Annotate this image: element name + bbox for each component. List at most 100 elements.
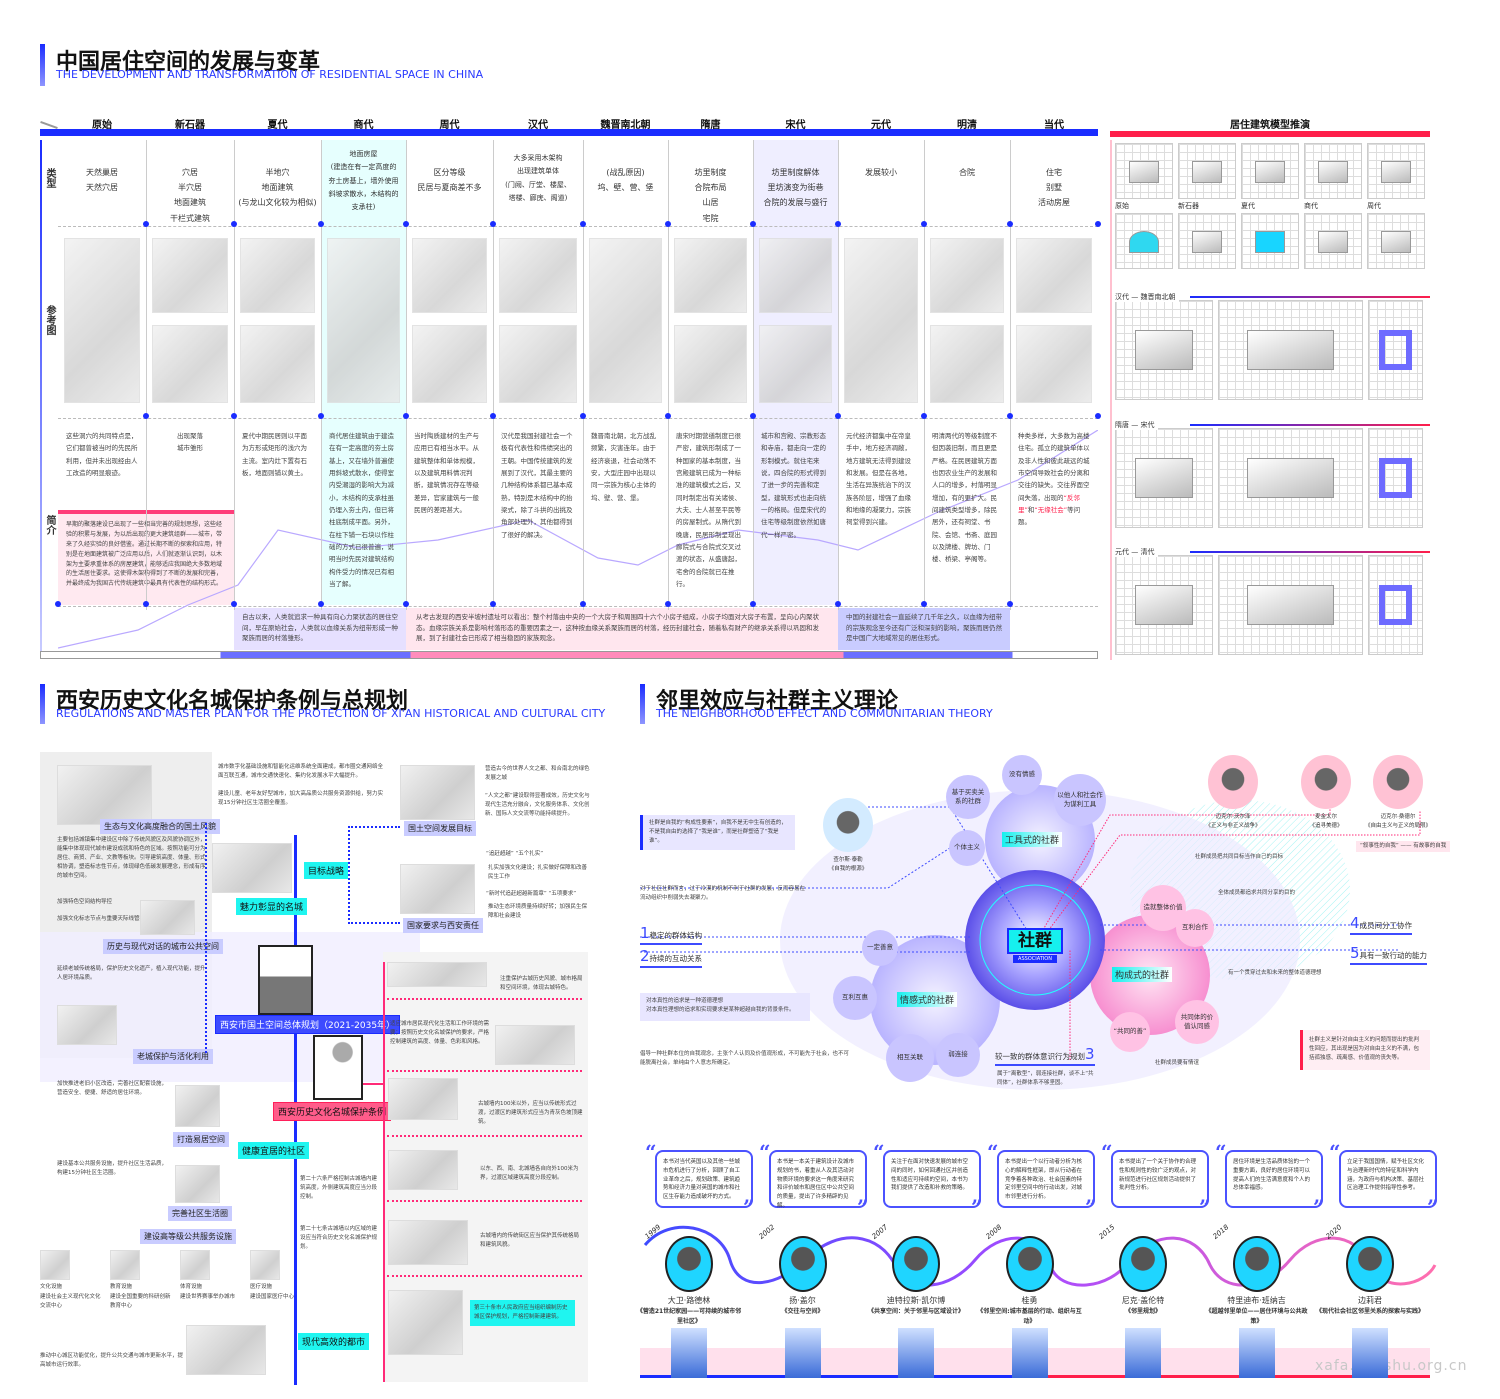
attribute-bubble: 造就整体价值 <box>1140 885 1186 931</box>
section-title: 邻里效应与社群主义理论 <box>656 689 899 714</box>
facility-name: 体育设施 <box>180 1284 203 1290</box>
feature-number: 3 <box>1085 1045 1095 1063</box>
facility-desc: 建设全国重要的科研创新教育中心 <box>110 1294 171 1310</box>
city-crowd-image <box>212 843 292 893</box>
column-divider <box>668 140 669 610</box>
watermark: xafa.meishu.org.cn <box>1315 1358 1468 1374</box>
reference-sketch-image <box>1016 238 1092 313</box>
attribute-bubble: “共同的善” <box>1110 1012 1150 1052</box>
model-label: 新石器 <box>1178 202 1199 210</box>
type-cell: 穴居 半穴居 地面建筑 干栏式建筑 <box>170 168 210 223</box>
reference-sketch-image <box>152 325 228 403</box>
type-cell: 合院 <box>959 168 975 177</box>
intro-fragment: 种类多样，大多数为高楼住宅。孤立的建筑单体以及非人性和彼此疏远的城市空间导致社会… <box>1018 432 1090 502</box>
intro-text: 商代居住建筑由于建造在有一定高度的夯土房基上，又在墙外普遍使用斜坡式散水，使得室… <box>329 432 394 589</box>
era-label: 明清 <box>957 120 977 131</box>
quote-close-icon: ” <box>1427 1195 1439 1219</box>
attribute-bubble: 没有情感 <box>1002 755 1042 795</box>
quote-open-icon: “ <box>1329 1140 1341 1164</box>
timeline-dot <box>143 601 149 607</box>
building-model-icon <box>1247 330 1334 370</box>
type-cell: 地面房屋 (建造在有一定高度的 夯土房基上，墙外使用 斜坡求散水，木结构的 支承… <box>328 150 399 212</box>
row-label-reference: 参考图 <box>44 305 55 335</box>
facility-name: 医疗设施 <box>250 1284 273 1290</box>
text-article27: 第二十七条古城墙以内区域的建设应当符合历史文化名城保护规划。 <box>300 1226 378 1251</box>
model-label: 商代 <box>1304 202 1318 210</box>
timeline-dot <box>580 221 586 227</box>
timeline-dot <box>665 601 671 607</box>
highlight-problem: “反邻里” <box>1018 493 1080 515</box>
column-divider <box>321 140 322 610</box>
era-label: 元代 <box>871 120 891 131</box>
reference-sketch-image <box>759 325 832 403</box>
timeline-dot <box>55 601 61 607</box>
intro-text: 明清两代的等级制度不但因袭旧制，而且更是严格。在民居建筑方面也因农业生产的发展和… <box>932 432 997 564</box>
building-model-icon <box>1192 231 1222 253</box>
divider <box>387 1275 582 1277</box>
section-title: 西安历史文化名城保护条例与总规划 <box>56 689 409 714</box>
tag-master-plan[interactable]: 西安市国土空间总体规划（2021-2035年） <box>215 1015 401 1034</box>
divider <box>387 998 582 1000</box>
book-summary-card: 本书提出一个以行动者分析为核心的解释性框架，即从行动者在竞争着各种政治、社会因素… <box>997 1150 1095 1208</box>
divider <box>387 1200 582 1202</box>
text-old-city: 延续老城传统格局，保护历史文化遗产，植入现代功能，提升人居环境品质。 <box>57 966 206 982</box>
column-divider <box>146 140 147 610</box>
base-bar <box>40 651 1098 659</box>
author-name: 边莉君 <box>1358 1296 1382 1305</box>
building-model-icon <box>1381 231 1411 253</box>
reference-sketch-image <box>1016 325 1092 403</box>
model-section-bar <box>1190 296 1430 298</box>
feature-item: 4成员间分工协作 <box>1350 914 1413 935</box>
era-bar <box>40 129 1098 136</box>
book-cover-image <box>1011 1328 1048 1378</box>
divider <box>387 1070 582 1072</box>
column-divider <box>838 140 839 610</box>
reference-sketch-image <box>674 238 747 313</box>
author-name: 迪特拉斯·凯尔博 <box>886 1296 946 1305</box>
building-model-icon <box>1255 161 1285 183</box>
model-section-label: 汉代 — 魏晋南北朝 <box>1115 292 1180 302</box>
thinker-name: 麦金太尔 <box>1314 814 1337 820</box>
model-grid <box>1115 213 1173 269</box>
facility-image <box>180 1250 210 1280</box>
book-summary-card: 立足于我国国情，赋予社区文化与治理新时代的特征和科学内涵，为政府与机构决策、基层… <box>1339 1150 1437 1208</box>
attribute-bubble: 一定善意 <box>862 930 898 966</box>
interchange-image <box>186 1325 266 1375</box>
reference-sketch-image <box>152 238 228 313</box>
column-divider <box>753 140 754 610</box>
tag-public-space: 历史与现代对话的城市公共空间 <box>103 939 223 954</box>
thinker-name: 迈克尔·沃尔泽 <box>1215 814 1251 820</box>
reference-sketch-image <box>412 325 487 403</box>
tag-old-city: 老城保护与活化利用 <box>133 1049 213 1064</box>
intro-text: 城市和宫殿、宗教形态和寺庙，都走向一定的形制模式。就住宅来说，四合院的形式得到了… <box>761 432 826 539</box>
tag-regulation[interactable]: 西安历史文化名城保护条例 <box>273 1102 392 1121</box>
connector <box>205 823 207 1053</box>
floor-plan-icon <box>1379 585 1412 625</box>
book-title: 《超越邻里单位——居住环境与公共政策》 <box>1205 1308 1308 1325</box>
thinker-portrait <box>1301 755 1351 809</box>
divider <box>40 120 58 130</box>
model-grid <box>1368 555 1423 655</box>
book-cover-image <box>671 1328 707 1378</box>
text-struct1: 加强特色空间结构导控 <box>57 899 113 905</box>
quote-close-icon: ” <box>1199 1195 1211 1219</box>
building-image <box>495 1025 575 1065</box>
timeline-dot <box>665 221 671 227</box>
quote-close-icon: ” <box>971 1195 983 1219</box>
text-goal1: 营造古今的世界人文之都、和合南北的绿色发展之城 <box>485 766 590 782</box>
thinker-book: 《正义与非正义战争》 <box>1205 823 1261 829</box>
building-model-icon <box>1318 161 1348 183</box>
intro-text: 夏代中期民居则以平面为方形或矩形的浅穴为主流。室内灶下置有石板，地面则铺以黄土。 <box>242 432 307 478</box>
timeline-dot <box>231 221 237 227</box>
attribute-bubble: 基于买卖关系的社群 <box>946 775 990 819</box>
book-summary-card: 本书对当代英国以及其他一些城市危机进行了分析，回顾了自工业革命之后，规划政策、建… <box>655 1150 753 1208</box>
intro-text: 元代经济都集中在帝皇手中，地方经济凋敝，地方建筑无法得到建设和发展。但是在各地，… <box>846 432 911 527</box>
facility-image <box>110 1250 140 1280</box>
note-weak: 属于“离散型”，弱连接社群，谈不上“共同体”，社群体系不够坚固。 <box>997 1071 1094 1087</box>
timeline-dot <box>1007 413 1013 419</box>
feature-item: 1稳定的群体结构 <box>640 924 703 945</box>
quote-open-icon: “ <box>645 1140 657 1164</box>
column-divider <box>924 140 925 610</box>
note-auth1: 对本真性的追求是一种道德理想 <box>646 998 724 1004</box>
book-summary-card: 居住环境是生活品质体验的一个重要方面，良好的居住环境可以提高人们的生活满意度和个… <box>1225 1150 1323 1208</box>
